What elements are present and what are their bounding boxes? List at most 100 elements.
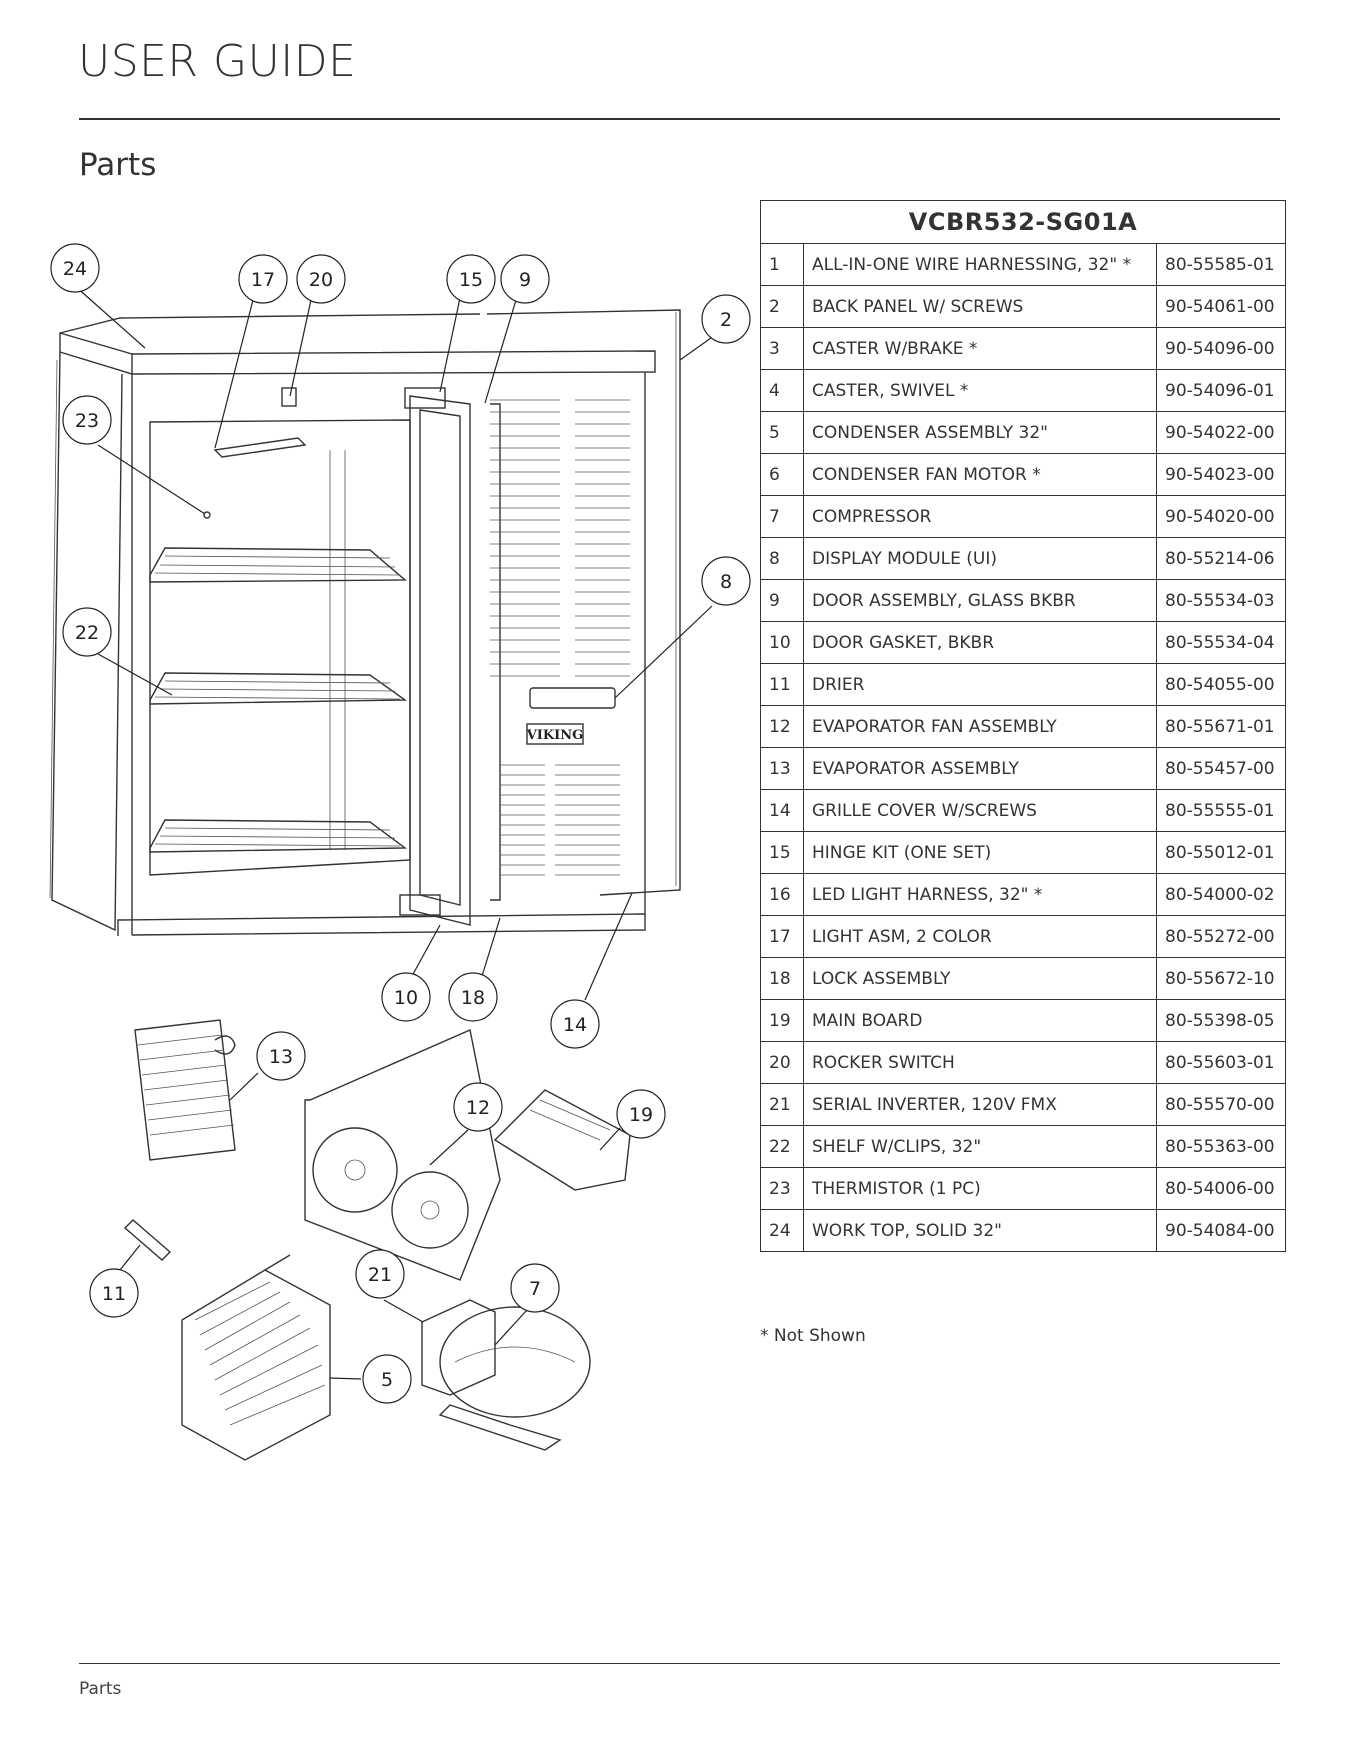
callout-15: 15 — [446, 254, 496, 304]
part-description: ROCKER SWITCH — [803, 1041, 1157, 1084]
callout-23: 23 — [62, 395, 112, 445]
svg-text:17: 17 — [251, 269, 275, 291]
part-number-index: 12 — [760, 705, 804, 748]
part-description: LIGHT ASM, 2 COLOR — [803, 915, 1157, 958]
part-number-index: 17 — [760, 915, 804, 958]
part-number-index: 20 — [760, 1041, 804, 1084]
part-description: THERMISTOR (1 PC) — [803, 1167, 1157, 1210]
svg-text:14: 14 — [563, 1014, 587, 1036]
part-number-index: 21 — [760, 1083, 804, 1126]
callout-11: 11 — [89, 1268, 139, 1318]
cabinet-drawing: VIKING — [49, 309, 681, 936]
evaporator-drawing — [134, 1019, 236, 1161]
part-number: 80-55012-01 — [1156, 831, 1286, 874]
svg-text:11: 11 — [102, 1283, 126, 1305]
part-description: DOOR ASSEMBLY, GLASS BKBR — [803, 579, 1157, 622]
part-number-index: 4 — [760, 369, 804, 412]
part-number: 90-54061-00 — [1156, 285, 1286, 328]
shelf-lower — [149, 819, 408, 853]
part-number: 80-55585-01 — [1156, 243, 1286, 286]
svg-text:10: 10 — [394, 987, 418, 1009]
part-number: 80-55534-04 — [1156, 621, 1286, 664]
part-number-index: 8 — [760, 537, 804, 580]
part-number: 80-55671-01 — [1156, 705, 1286, 748]
svg-text:18: 18 — [461, 987, 485, 1009]
part-description: LOCK ASSEMBLY — [803, 957, 1157, 1000]
part-number: 90-54022-00 — [1156, 411, 1286, 454]
svg-text:22: 22 — [75, 622, 99, 644]
part-number: 80-54055-00 — [1156, 663, 1286, 706]
part-description: EVAPORATOR ASSEMBLY — [803, 747, 1157, 790]
callout-18: 18 — [448, 972, 498, 1022]
part-description: DISPLAY MODULE (UI) — [803, 537, 1157, 580]
part-description: COMPRESSOR — [803, 495, 1157, 538]
page-header-title: USER GUIDE — [78, 36, 357, 87]
part-number: 80-55555-01 — [1156, 789, 1286, 832]
part-number-index: 6 — [760, 453, 804, 496]
part-number: 80-55398-05 — [1156, 999, 1286, 1042]
part-description: DOOR GASKET, BKBR — [803, 621, 1157, 664]
svg-text:20: 20 — [309, 269, 333, 291]
part-description: CASTER W/BRAKE * — [803, 327, 1157, 370]
svg-text:21: 21 — [368, 1264, 392, 1286]
shelf-middle — [149, 672, 408, 705]
part-description: HINGE KIT (ONE SET) — [803, 831, 1157, 874]
footer-label: Parts — [79, 1679, 122, 1699]
shelf-upper — [149, 547, 407, 583]
part-number-index: 19 — [760, 999, 804, 1042]
part-number: 80-55214-06 — [1156, 537, 1286, 580]
svg-text:23: 23 — [75, 410, 99, 432]
part-number-index: 15 — [760, 831, 804, 874]
svg-text:24: 24 — [63, 258, 87, 280]
part-description: MAIN BOARD — [803, 999, 1157, 1042]
part-description: WORK TOP, SOLID 32" — [803, 1209, 1157, 1252]
compressor-drawing — [421, 1299, 591, 1451]
callout-22: 22 — [62, 607, 112, 657]
svg-text:8: 8 — [720, 571, 732, 593]
part-number: 90-54096-01 — [1156, 369, 1286, 412]
callout-10: 10 — [381, 972, 431, 1022]
part-description: LED LIGHT HARNESS, 32" * — [803, 873, 1157, 916]
footer-divider — [79, 1663, 1280, 1664]
svg-text:7: 7 — [529, 1278, 541, 1300]
callout-5: 5 — [362, 1354, 412, 1404]
svg-text:12: 12 — [466, 1097, 490, 1119]
part-number-index: 14 — [760, 789, 804, 832]
part-description: CONDENSER ASSEMBLY 32" — [803, 411, 1157, 454]
part-number-index: 11 — [760, 663, 804, 706]
part-number-index: 10 — [760, 621, 804, 664]
part-number-index: 2 — [760, 285, 804, 328]
part-number-index: 22 — [760, 1125, 804, 1168]
part-description: CONDENSER FAN MOTOR * — [803, 453, 1157, 496]
callout-7: 7 — [510, 1263, 560, 1313]
svg-text:2: 2 — [720, 309, 732, 331]
not-shown-note: * Not Shown — [760, 1326, 866, 1346]
part-number: 80-54006-00 — [1156, 1167, 1286, 1210]
viking-logo: VIKING — [526, 728, 584, 743]
part-number: 90-54084-00 — [1156, 1209, 1286, 1252]
grille-lower — [500, 764, 620, 876]
door-drawing — [399, 387, 501, 926]
grille-upper — [490, 399, 630, 677]
part-number: 90-54020-00 — [1156, 495, 1286, 538]
part-number-index: 16 — [760, 873, 804, 916]
part-description: BACK PANEL W/ SCREWS — [803, 285, 1157, 328]
